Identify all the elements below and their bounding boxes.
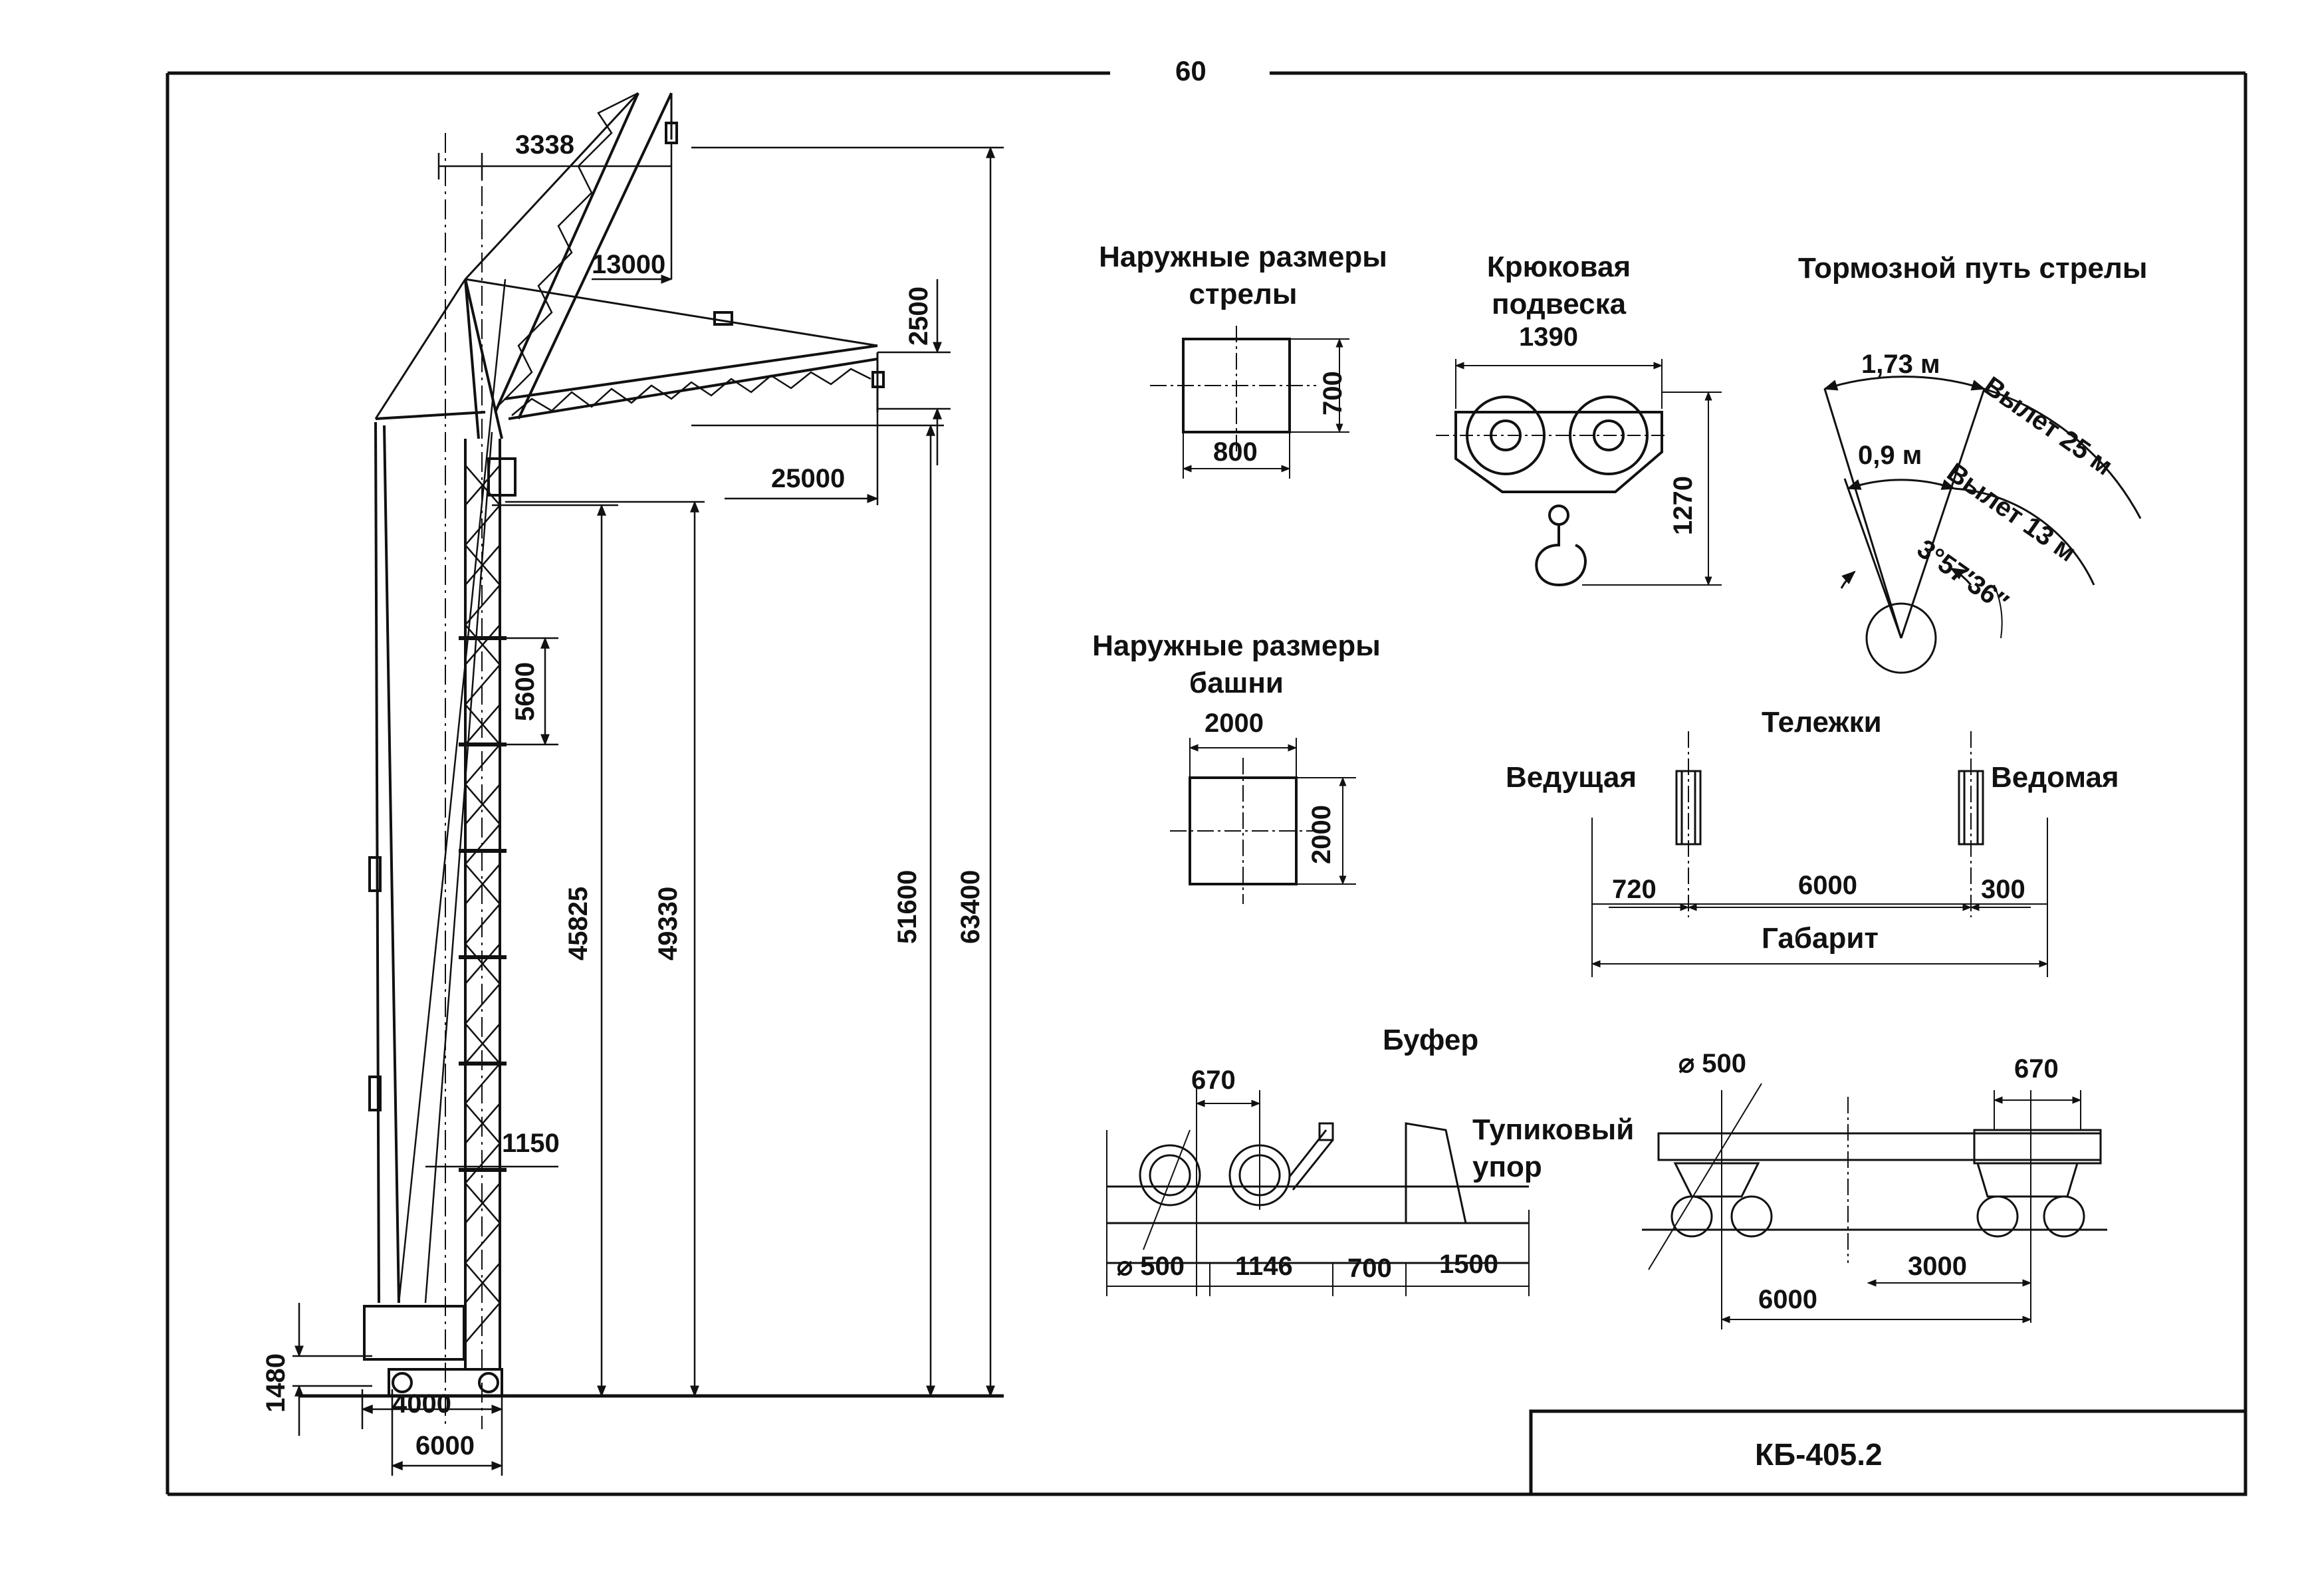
bogie-dim-6000: 6000: [1798, 871, 1857, 900]
rear-stay: [368, 279, 507, 1304]
dim-6000: 6000: [415, 1431, 475, 1460]
chassis-drawing: [1642, 1083, 2107, 1329]
brake-path-drawing: [1823, 376, 2142, 674]
chassis-dim-500: ⌀ 500: [1678, 1049, 1746, 1078]
buffer-dim-1146: 1146: [1235, 1252, 1293, 1281]
chassis-dim-3000: 3000: [1908, 1252, 1967, 1281]
bogie-driving-label: Ведущая: [1506, 761, 1637, 794]
hook-title: Крюковая подвеска: [1469, 253, 1649, 319]
stop-label-line2: упор: [1472, 1151, 1542, 1183]
tower-section-width: 2000: [1205, 709, 1264, 738]
dim-1150: 1150: [502, 1129, 560, 1158]
bogie-dim-300: 300: [1981, 875, 2025, 904]
chassis-dim-670: 670: [2014, 1054, 2059, 1083]
crane-tower: [459, 439, 517, 1369]
dim-5600: 5600: [511, 662, 540, 721]
dim-2500: 2500: [904, 286, 933, 346]
bogie-driven-label: Ведомая: [1991, 761, 2119, 794]
tower-section-title-line1: Наружные размеры: [1092, 629, 1381, 662]
brake-title: Тормозной путь стрелы: [1798, 252, 2148, 285]
tower-section-height: 2000: [1307, 805, 1336, 864]
dim-4000: 4000: [392, 1389, 451, 1419]
buffer-dim-500: ⌀ 500: [1117, 1252, 1185, 1281]
tower-section-title: Наружные размеры башни: [1070, 631, 1403, 698]
dim-25000: 25000: [771, 464, 846, 493]
boom-section-title-line1: Наружные размеры: [1099, 241, 1387, 273]
dim-49330: 49330: [653, 886, 683, 961]
brake-arc-inner: 0,9 м: [1858, 441, 1922, 470]
hook-height: 1270: [1669, 476, 1698, 535]
boom-raised: [464, 92, 678, 419]
buffer-dim-700: 700: [1347, 1254, 1392, 1283]
bogies-title: Тележки: [1762, 706, 1882, 739]
main-dimensions: [292, 143, 1004, 1476]
bogie-dim-720: 720: [1612, 875, 1657, 904]
tower-section-title-line2: башни: [1189, 667, 1284, 699]
boom-section-drawing: [1150, 326, 1349, 479]
boom-section-title: Наружные размеры стрелы: [1077, 243, 1409, 309]
counterweight-block: [363, 1305, 465, 1361]
stop-label-line1: Тупиковый: [1472, 1113, 1635, 1146]
page-number: 60: [1175, 55, 1207, 86]
dim-51600: 51600: [893, 869, 922, 944]
hook-title-line1: Крюковая: [1486, 251, 1631, 283]
bogie-gabarit-label: Габарит: [1762, 922, 1879, 955]
dim-13000: 13000: [592, 250, 666, 279]
dim-63400: 63400: [956, 869, 985, 944]
hook-width: 1390: [1519, 322, 1578, 352]
boom-section-height: 700: [1318, 371, 1347, 415]
boom-section-width: 800: [1213, 437, 1258, 467]
buffer-dim-670: 670: [1191, 1066, 1236, 1095]
page-frame: [166, 71, 2247, 1496]
buffer-label: Буфер: [1383, 1024, 1479, 1056]
buffer-dim-1500: 1500: [1439, 1250, 1498, 1279]
dim-45825: 45825: [564, 886, 593, 961]
dim-1480: 1480: [261, 1353, 290, 1413]
tower-section-drawing: [1170, 738, 1356, 904]
hook-block-drawing: [1436, 359, 1722, 587]
boom-working: [465, 278, 885, 420]
crane-elevation: [292, 92, 1004, 1476]
model-label: КБ-405.2: [1755, 1437, 1883, 1472]
buffer-drawing: [1106, 1087, 1530, 1296]
brake-arc-outer: 1,73 м: [1861, 350, 1940, 379]
stop-label: Тупиковый упор: [1472, 1115, 1634, 1182]
boom-section-title-line2: стрелы: [1189, 278, 1298, 310]
hook-title-line2: подвеска: [1491, 288, 1627, 320]
dim-3338: 3338: [515, 130, 574, 160]
chassis-dim-6000: 6000: [1758, 1285, 1817, 1314]
bogies-drawing: [1591, 731, 2049, 977]
